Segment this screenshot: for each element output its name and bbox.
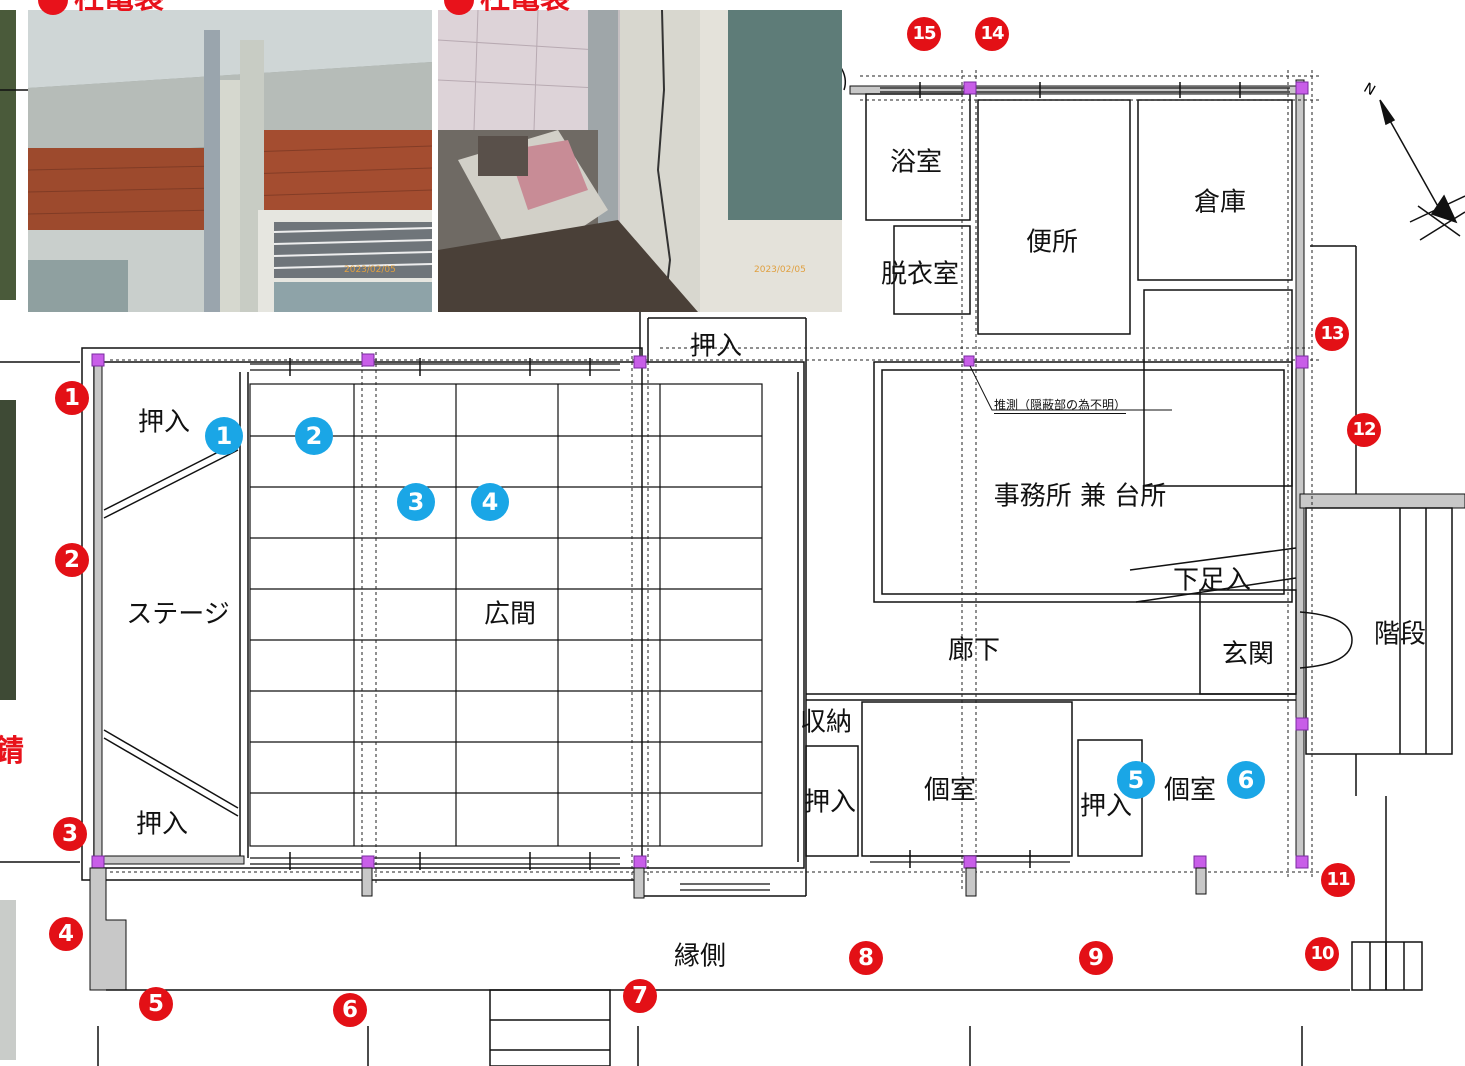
room-genkan: 玄関: [1221, 639, 1275, 670]
room-oshiire-top: 押入: [689, 331, 743, 362]
red-marker-13: 13: [1315, 317, 1349, 351]
compass-icon: [1379, 99, 1465, 241]
photo-caption-2: 柱亀裂: [444, 0, 570, 15]
room-souko: 倉庫: [1193, 187, 1247, 218]
room-stage: ステージ: [126, 599, 230, 630]
red-marker-2: 2: [55, 543, 89, 577]
red-marker-10: 10: [1305, 937, 1339, 971]
blue-marker-5: 5: [1117, 761, 1155, 799]
room-oshiire-stage-bottom: 押入: [135, 809, 189, 840]
red-marker-14: 14: [975, 17, 1009, 51]
blue-marker-3: 3: [397, 483, 435, 521]
photo-caption-1: 柱亀裂: [38, 0, 164, 15]
photo-column-crack-2: 2023/02/05: [438, 10, 842, 312]
red-marker-7: 7: [623, 979, 657, 1013]
room-yokushitsu: 浴室: [889, 147, 943, 178]
blue-marker-2: 2: [295, 417, 333, 455]
room-oshiire-right: 押入: [1079, 791, 1133, 822]
room-oshiire-left: 押入: [803, 787, 857, 818]
red-marker-15: 15: [907, 17, 941, 51]
compass-north-label: N: [1361, 80, 1378, 99]
room-benjo: 便所: [1025, 227, 1079, 258]
red-marker-1: 1: [55, 381, 89, 415]
red-marker-5: 5: [139, 987, 173, 1021]
room-shimoashiire: 下足入: [1172, 565, 1252, 596]
red-marker-12: 12: [1347, 413, 1381, 447]
photo-date-stamp: 2023/02/05: [754, 265, 806, 275]
blue-marker-4: 4: [471, 483, 509, 521]
red-marker-9: 9: [1079, 941, 1113, 975]
room-kaidan: 階段: [1373, 619, 1427, 650]
room-shuunou: 収納: [799, 707, 853, 738]
red-marker-3: 3: [53, 817, 87, 851]
red-marker-4: 4: [49, 917, 83, 951]
room-rouka: 廊下: [947, 635, 1001, 666]
room-jimusho: 事務所 兼 台所: [993, 481, 1167, 512]
photo-date-stamp: 2023/02/05: [344, 265, 396, 275]
room-datsuishitsu: 脱衣室: [880, 259, 960, 290]
blue-marker-6: 6: [1227, 761, 1265, 799]
caption-number-icon: [444, 0, 474, 15]
caption-number-icon: [38, 0, 68, 15]
hidden-part-note: 推測（隠蔽部の為不明）: [994, 398, 1127, 414]
room-koshitsu-1: 個室: [923, 775, 977, 806]
blue-marker-1: 1: [205, 417, 243, 455]
room-hiroma: 広間: [483, 599, 537, 630]
edge-text-fragment: 錆: [0, 734, 24, 769]
red-marker-11: 11: [1321, 863, 1355, 897]
room-koshitsu-2: 個室: [1163, 775, 1217, 806]
red-marker-6: 6: [333, 993, 367, 1027]
photo-column-crack-1: 2023/02/05: [28, 10, 432, 312]
room-oshiire-stage-top: 押入: [137, 407, 191, 438]
room-engawa: 縁側: [673, 941, 727, 972]
red-marker-8: 8: [849, 941, 883, 975]
